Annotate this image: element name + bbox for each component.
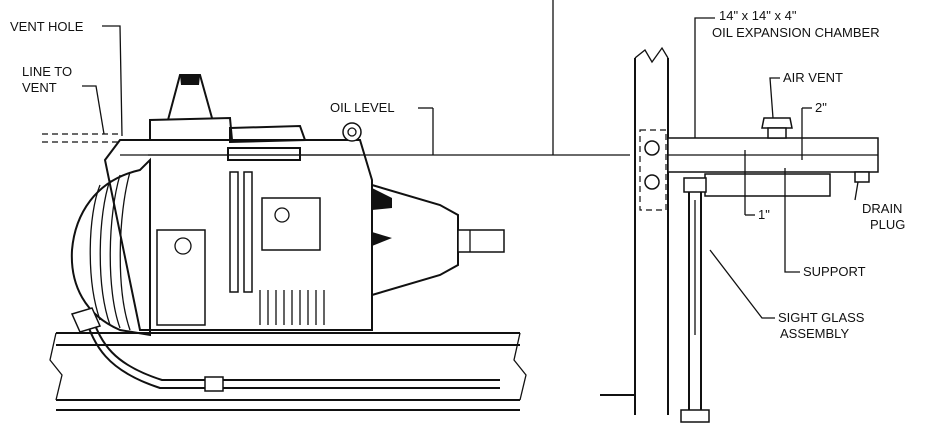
label-oil-level: OIL LEVEL <box>330 100 395 115</box>
motor-assembly <box>42 74 527 411</box>
label-2in: 2" <box>815 100 827 115</box>
label-chamber-name: OIL EXPANSION CHAMBER <box>712 25 880 40</box>
label-drain: DRAIN <box>862 201 902 216</box>
label-sight-glass: SIGHT GLASS <box>778 310 865 325</box>
label-chamber-size: 14" x 14" x 4" <box>719 8 797 23</box>
label-line-to: LINE TO <box>22 64 72 79</box>
label-support: SUPPORT <box>803 264 866 279</box>
label-plug: PLUG <box>870 217 905 232</box>
leader-lines <box>82 17 859 319</box>
chamber-assembly <box>600 46 879 423</box>
label-vent: VENT <box>22 80 57 95</box>
label-air-vent: AIR VENT <box>783 70 843 85</box>
label-1in: 1" <box>758 207 770 222</box>
label-assembly: ASSEMBLY <box>780 326 849 341</box>
label-vent-hole: VENT HOLE <box>10 19 84 34</box>
